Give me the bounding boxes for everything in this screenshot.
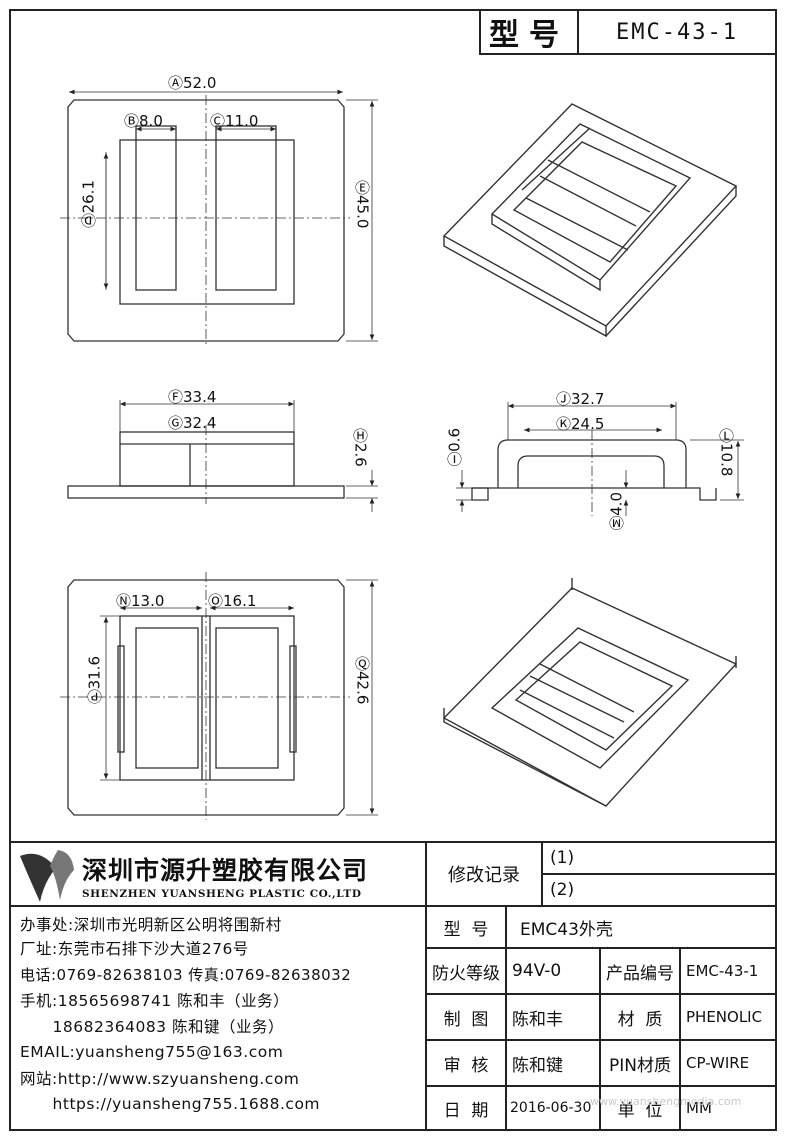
spec-fire-value: 94V-0 — [512, 961, 562, 981]
bottom-view — [60, 572, 378, 820]
contact-email: EMAIL:yuansheng755@163.com — [20, 1043, 284, 1061]
company-logo — [20, 850, 74, 902]
contact-factory: 厂址:东莞市石排下沙大道276号 — [20, 940, 249, 958]
revision-1: (1) — [550, 848, 575, 868]
iso-view-top — [442, 103, 738, 338]
revision-2: (2) — [550, 880, 575, 900]
contact-website: 网站:http://www.szyuansheng.com — [20, 1070, 300, 1088]
dim-l: Ⓛ 10.8 — [717, 428, 736, 477]
drawing-border — [9, 9, 777, 1131]
spec-material-value: PHENOLIC — [686, 1008, 763, 1026]
header-block — [479, 9, 777, 55]
spec-unit-label: 单 位 — [617, 1100, 663, 1121]
dim-i: Ⓘ 0.6 — [445, 428, 465, 467]
revision-label: 修改记录 — [448, 865, 520, 886]
dim-h: Ⓗ 2.6 — [351, 428, 370, 467]
contact-mobile-2: 18682364083 陈和键（业务） — [20, 1018, 284, 1036]
model-code: EMC-43-1 — [616, 19, 738, 45]
front-view — [456, 402, 744, 516]
spec-material-label: 材 质 — [617, 1009, 663, 1030]
contact-phone: 电话:0769-82638103 传真:0769-82638032 — [20, 965, 352, 984]
side-view — [67, 400, 378, 512]
watermark: www.yuanshengmedia.com — [590, 1095, 742, 1108]
title-block-grid — [10, 841, 776, 1130]
dim-p: Ⓟ 31.6 — [85, 656, 105, 705]
spec-product-no-value: EMC-43-1 — [686, 962, 759, 980]
spec-date-value: 2016-06-30 — [510, 1100, 592, 1116]
contact-office: 办事处:深圳市光明新区公明将围新村 — [20, 916, 282, 934]
spec-model-value: EMC43外壳 — [520, 919, 613, 940]
dim-m: Ⓜ 4.0 — [607, 492, 627, 531]
dim-e: Ⓔ 45.0 — [353, 180, 372, 229]
contact-mobile-1: 手机:18565698741 陈和丰（业务） — [20, 992, 290, 1010]
spec-unit-value: MM — [686, 1099, 712, 1117]
spec-review-label: 审 核 — [443, 1055, 489, 1076]
spec-date-label: 日 期 — [443, 1100, 489, 1121]
spec-drawn-value: 陈和丰 — [512, 1009, 563, 1030]
contact-website-2: https://yuansheng755.1688.com — [20, 1095, 321, 1113]
top-view — [60, 89, 378, 345]
dim-q: Ⓠ 42.6 — [353, 656, 372, 705]
spec-review-value: 陈和键 — [512, 1055, 563, 1076]
spec-pin-value: CP-WIRE — [686, 1054, 750, 1072]
dim-d: Ⓓ 26.1 — [79, 180, 99, 229]
company-name-en: SHENZHEN YUANSHENG PLASTIC CO.,LTD — [82, 888, 362, 900]
spec-model-label: 型 号 — [443, 919, 489, 940]
company-name-cn: 深圳市源升塑胶有限公司 — [82, 856, 369, 885]
spec-fire-label: 防火等级 — [432, 963, 500, 984]
spec-drawn-label: 制 图 — [443, 1009, 489, 1030]
spec-product-no-label: 产品编号 — [606, 963, 674, 984]
model-label: 型号 — [489, 18, 569, 53]
iso-view-bottom — [442, 578, 738, 807]
spec-pin-label: PIN材质 — [609, 1055, 671, 1076]
